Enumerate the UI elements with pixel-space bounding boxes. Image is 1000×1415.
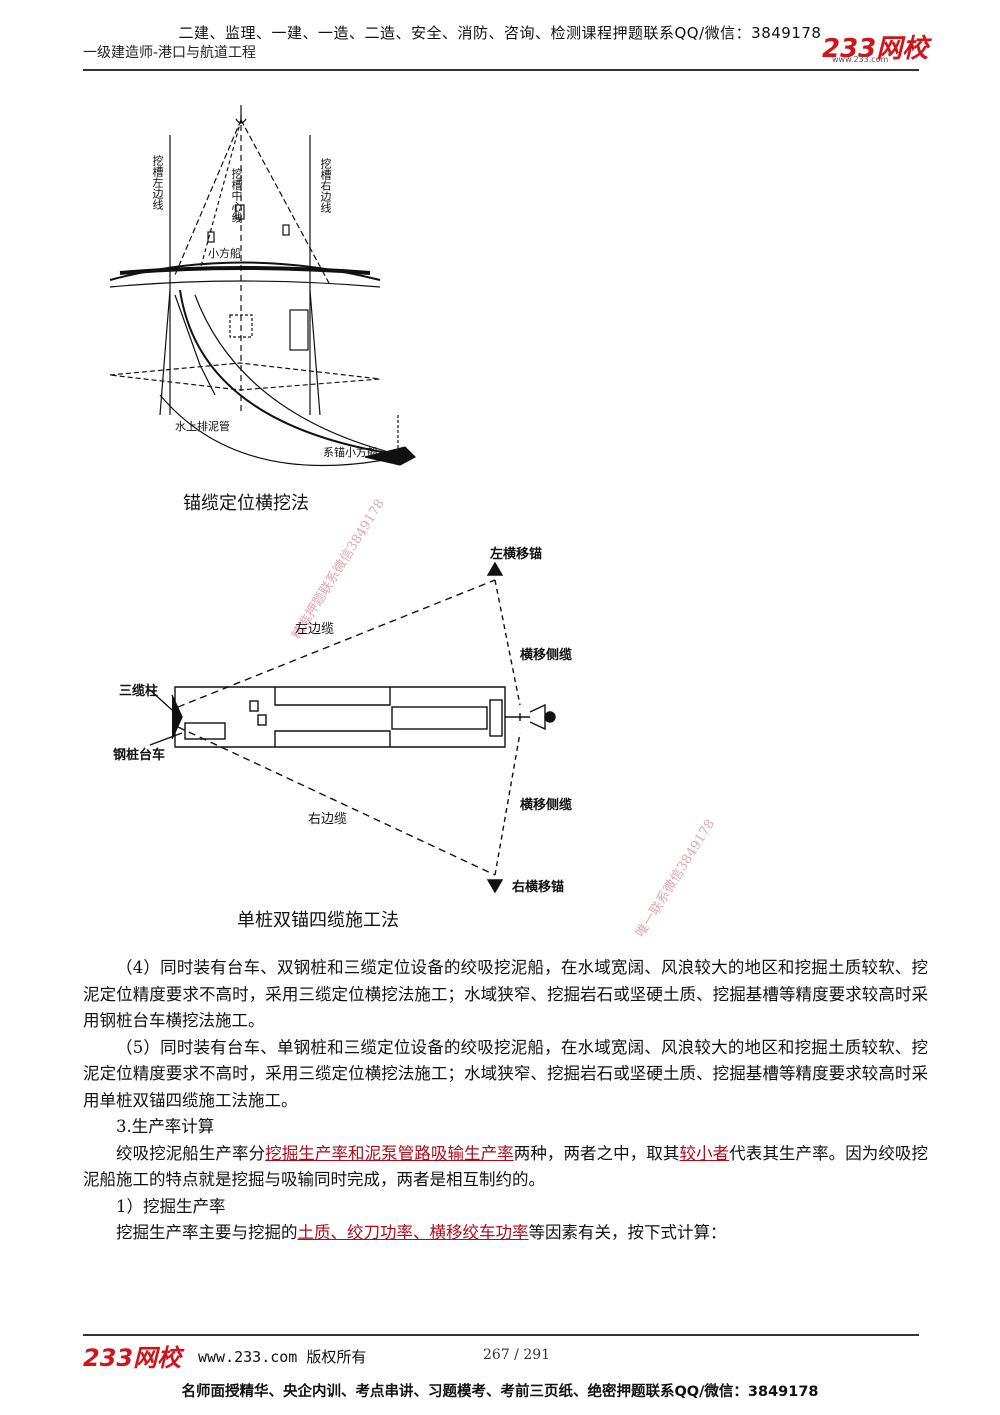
label-right-anchor: 右横移锚 <box>512 880 565 895</box>
label-center-line: 挖槽中心线 <box>230 168 243 223</box>
heading-productivity: 3.生产率计算 <box>116 1117 215 1136</box>
footer-rule <box>83 1334 919 1336</box>
figure-single-pile-diagram <box>149 561 556 894</box>
brand-logo: 233网校 <box>822 34 929 64</box>
figure-anchor-cable-diagram <box>109 105 416 467</box>
label-left-edge: 挖槽左边线 <box>151 155 164 210</box>
highlight-productivity-types: 挖掘生产率和泥泵管路吸输生产率 <box>265 1143 514 1163</box>
label-pipe: 水上排泥管 <box>175 420 230 433</box>
label-left-anchor: 左横移锚 <box>490 547 543 562</box>
header-promo-text: 二建、监理、一建、一造、二造、安全、消防、咨询、检测课程押题联系QQ/微信：38… <box>178 24 822 42</box>
figure1-caption: 锚缆定位横挖法 <box>183 493 309 514</box>
heading-dig-productivity: 1）挖掘生产率 <box>116 1196 226 1216</box>
footer-copyright: www.233.com 版权所有 <box>198 1348 367 1366</box>
label-anchor-boat: 系锚小方船 <box>323 446 378 459</box>
label-right-edge: 挖槽右边线 <box>319 158 332 213</box>
label-side-cable-top: 横移侧缆 <box>520 648 573 663</box>
label-side-cable-bottom: 横移侧缆 <box>520 798 573 813</box>
paragraph-4: （4）同时装有台车、双钢桩和三缆定位设备的绞吸挖泥船，在水域宽阔、风浪较大的地区… <box>83 958 928 1030</box>
header-rule <box>83 69 919 71</box>
highlight-smaller: 较小者 <box>679 1143 730 1163</box>
body-text: （4）同时装有台车、双钢桩和三缆定位设备的绞吸挖泥船，在水域宽阔、风浪较大的地区… <box>83 955 928 1247</box>
paragraph-dig-productivity: 挖掘生产率主要与挖掘的土质、绞刀功率、横移绞车功率等因素有关，按下式计算： <box>116 1223 727 1242</box>
label-pile-trolley: 钢桩台车 <box>113 748 166 763</box>
paragraph-5: （5）同时装有台车、单钢桩和三缆定位设备的绞吸挖泥船，在水域宽阔、风浪较大的地区… <box>83 1037 928 1110</box>
label-three-post: 三缆柱 <box>119 684 159 699</box>
label-small-boat: 小方船 <box>208 247 241 260</box>
watermark-2: 唯一联系微信3849178 <box>633 816 719 941</box>
label-right-cable: 右边缆 <box>308 812 348 827</box>
footer-logo: 233网校 <box>83 1344 182 1372</box>
paragraph-productivity: 绞吸挖泥船生产率分挖掘生产率和泥泵管路吸输生产率两种，两者之中，取其较小者代表其… <box>83 1143 929 1190</box>
brand-logo-url: www.233.com <box>832 55 889 64</box>
label-left-cable: 左边缆 <box>295 622 335 637</box>
highlight-factors: 土质、绞刀功率、横移绞车功率 <box>297 1223 529 1242</box>
figure2-caption: 单桩双锚四缆施工法 <box>237 910 399 931</box>
document-subtitle: 一级建造师-港口与航道工程 <box>83 45 257 61</box>
page-number: 267 / 291 <box>483 1347 551 1363</box>
footer-promo-text: 名师面授精华、央企内训、考点串讲、习题模考、考前三页纸、绝密押题联系QQ/微信：… <box>181 1384 819 1400</box>
